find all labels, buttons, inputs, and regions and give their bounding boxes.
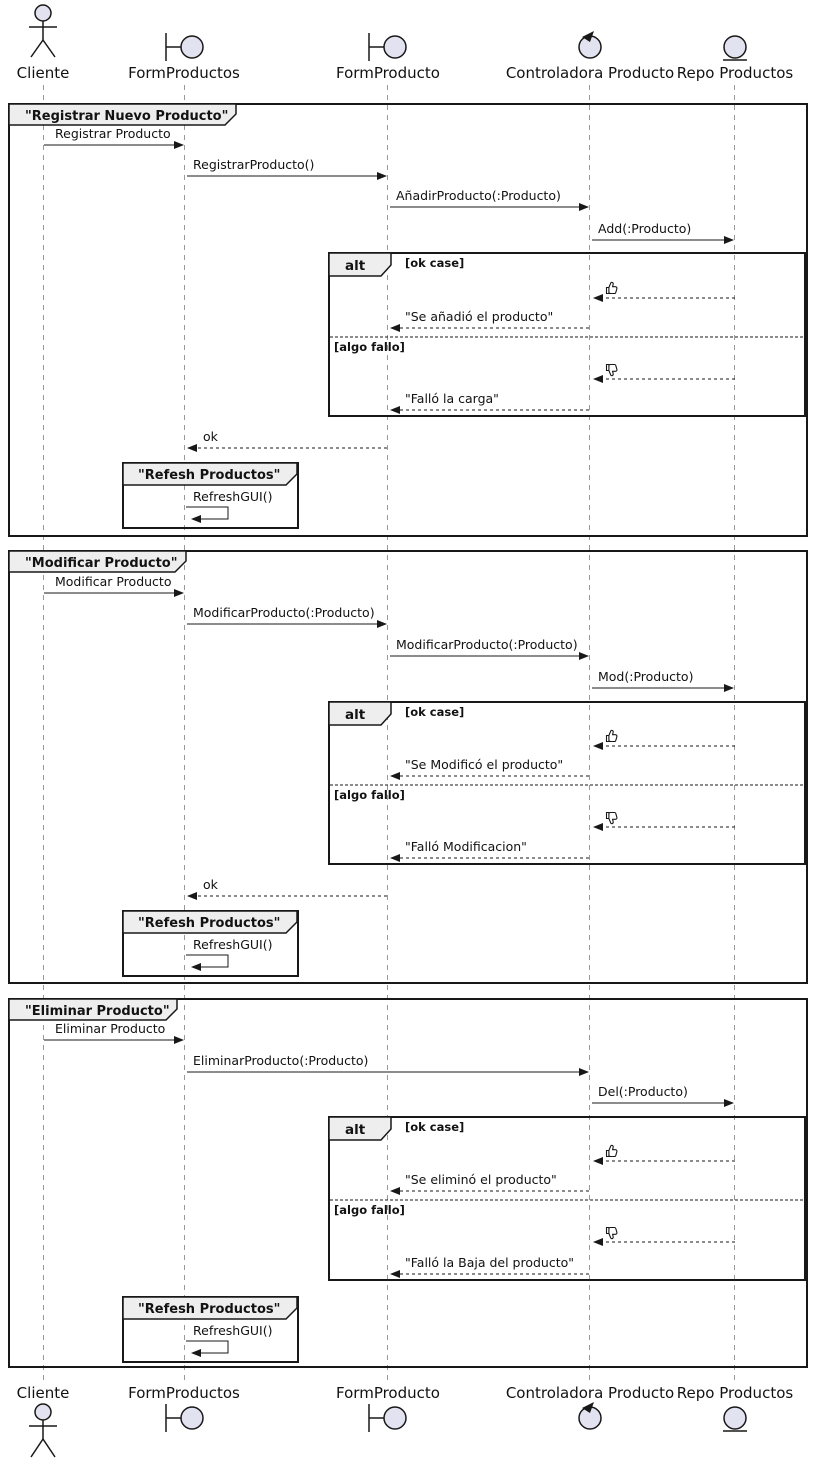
message-label: "Falló la Baja del producto"	[405, 1255, 574, 1270]
participant-label: FormProductos	[128, 64, 240, 82]
thumbs-up-icon	[605, 281, 618, 295]
actor-icon	[29, 1403, 57, 1458]
guard-label: [algo fallo]	[334, 340, 405, 354]
frame-title: "Registrar Nuevo Producto"	[25, 109, 228, 124]
boundary-icon	[368, 1404, 407, 1432]
subframe-refresh: "Refesh Productos" RefreshGUI()	[122, 462, 299, 529]
guard-label: [algo fallo]	[334, 1203, 405, 1217]
message-label: Registrar Producto	[55, 126, 171, 141]
participant-label: FormProducto	[336, 64, 440, 82]
message-label: "Falló Modificacion"	[405, 839, 527, 854]
boundary-icon	[165, 1404, 204, 1432]
message-label: AñadirProducto(:Producto)	[396, 188, 561, 203]
guard-label: [ok case]	[405, 256, 464, 270]
thumbs-up-icon	[605, 1144, 618, 1158]
alt-operator: alt	[345, 1122, 366, 1138]
alt-fragment	[328, 1116, 806, 1281]
frame-eliminar: "Eliminar Producto" Eliminar Producto El…	[8, 998, 808, 1368]
frame-title: "Refesh Productos"	[138, 1302, 280, 1317]
message-label: RefreshGUI()	[193, 489, 272, 504]
message-label: Modificar Producto	[55, 574, 171, 589]
message-label: RegistrarProducto()	[193, 157, 314, 172]
boundary-icon	[368, 33, 407, 61]
frame-modificar: "Modificar Producto" Modificar Producto …	[8, 550, 808, 984]
subframe-refresh: "Refesh Productos" RefreshGUI()	[122, 1296, 299, 1363]
message-label: "Se añadió el producto"	[405, 309, 553, 324]
participant-label: Controladora Producto	[506, 64, 674, 82]
message-label: Add(:Producto)	[598, 221, 691, 236]
message-label: ModificarProducto(:Producto)	[193, 605, 375, 620]
alt-operator: alt	[345, 707, 366, 723]
lifelines	[43, 85, 735, 1383]
thumbs-down-icon	[605, 1226, 618, 1240]
participant-label: Repo Productos	[677, 64, 794, 82]
participants-bottom: Cliente FormProductos FormProducto Contr…	[17, 1384, 794, 1458]
thumbs-up-icon	[605, 729, 618, 743]
self-message-arrow	[186, 506, 229, 523]
frame-title: "Modificar Producto"	[25, 556, 178, 571]
self-message-arrow	[186, 1340, 229, 1357]
guard-label: [ok case]	[405, 1120, 464, 1134]
alt-fragment	[328, 252, 806, 417]
self-message-arrow	[186, 954, 229, 971]
boundary-icon	[165, 33, 204, 61]
participant-label: FormProductos	[128, 1384, 240, 1402]
message-label: RefreshGUI()	[193, 937, 272, 952]
message-label: Del(:Producto)	[598, 1084, 688, 1099]
message-label: "Se Modificó el producto"	[405, 757, 563, 772]
participant-label: Cliente	[17, 1384, 70, 1402]
message-label: ok	[203, 877, 219, 892]
message-label: Eliminar Producto	[55, 1021, 165, 1036]
message-label: "Falló la carga"	[405, 391, 499, 406]
guard-label: [ok case]	[405, 705, 464, 719]
control-icon	[578, 31, 602, 59]
control-icon	[578, 1402, 602, 1430]
participant-label: Repo Productos	[677, 1384, 794, 1402]
message-label: Mod(:Producto)	[598, 669, 693, 684]
message-label: ok	[203, 429, 219, 444]
frame-title: "Eliminar Producto"	[25, 1004, 170, 1019]
alt-operator: alt	[345, 258, 366, 274]
participant-label: FormProducto	[336, 1384, 440, 1402]
guard-label: [algo fallo]	[334, 788, 405, 802]
frame-title: "Refesh Productos"	[138, 916, 280, 931]
entity-icon	[723, 35, 747, 61]
entity-icon	[723, 1406, 747, 1432]
participants-top: Cliente FormProductos FormProducto Contr…	[17, 4, 794, 82]
actor-icon	[29, 4, 57, 58]
participant-label: Cliente	[17, 64, 70, 82]
thumbs-down-icon	[605, 811, 618, 825]
participant-label: Controladora Producto	[506, 1384, 674, 1402]
message-label: EliminarProducto(:Producto)	[193, 1053, 368, 1068]
frame-registrar: "Registrar Nuevo Producto" Registrar Pro…	[8, 103, 808, 537]
message-label: RefreshGUI()	[193, 1323, 272, 1338]
message-label: ModificarProducto(:Producto)	[396, 637, 578, 652]
thumbs-down-icon	[605, 363, 618, 377]
subframe-refresh: "Refesh Productos" RefreshGUI()	[122, 910, 299, 977]
frame-title: "Refesh Productos"	[138, 468, 280, 483]
message-label: "Se eliminó el producto"	[405, 1172, 557, 1187]
alt-fragment	[328, 701, 806, 865]
